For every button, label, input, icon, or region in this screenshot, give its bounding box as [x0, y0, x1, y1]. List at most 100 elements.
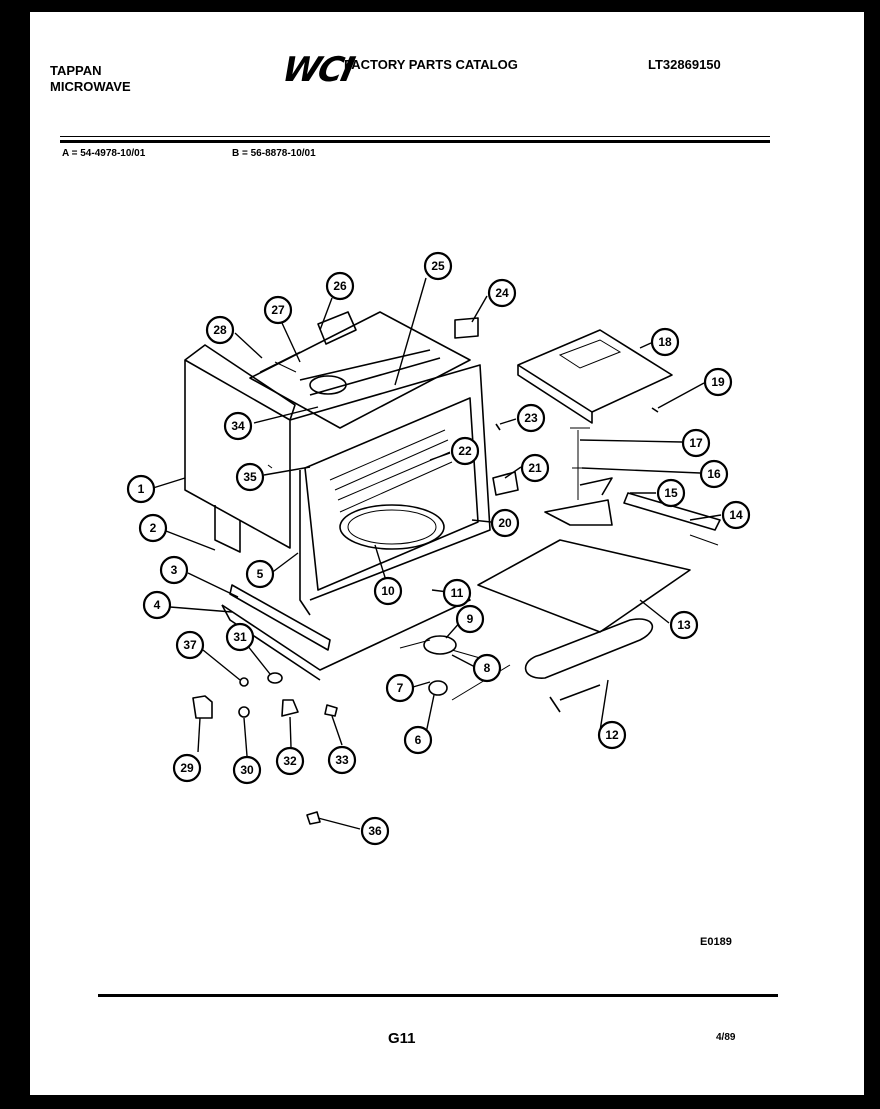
svg-text:34: 34 — [231, 419, 245, 433]
callout-29: 29 — [172, 753, 202, 783]
lamp-strip — [623, 492, 721, 546]
svg-text:26: 26 — [333, 279, 347, 293]
stirrer-assembly — [544, 427, 613, 526]
callout-2: 2 — [138, 513, 168, 543]
callout-33: 33 — [327, 745, 357, 775]
callout-15: 15 — [656, 478, 686, 508]
model-b: B = 56-8878-10/01 — [232, 148, 316, 159]
callout-19: 19 — [703, 367, 733, 397]
callout-14: 14 — [721, 500, 751, 530]
callout-16: 16 — [699, 459, 729, 489]
callout-36: 36 — [360, 816, 390, 846]
callout-37: 37 — [175, 630, 205, 660]
svg-text:27: 27 — [271, 303, 285, 317]
callout-31: 31 — [225, 622, 255, 652]
callout-9: 9 — [455, 604, 485, 634]
callout-22: 22 — [450, 436, 480, 466]
callout-5: 5 — [245, 559, 275, 589]
callout-21: 21 — [520, 453, 550, 483]
callout-12: 12 — [597, 720, 627, 750]
catalog-number: LT32869150 — [648, 57, 721, 72]
callout-28: 28 — [205, 315, 235, 345]
catalog-date: 4/89 — [716, 1032, 736, 1043]
svg-text:36: 36 — [368, 824, 382, 838]
svg-text:8: 8 — [484, 661, 491, 675]
svg-text:11: 11 — [451, 586, 464, 600]
callout-20: 20 — [490, 508, 520, 538]
svg-text:25: 25 — [431, 259, 445, 273]
control-cover — [517, 329, 673, 424]
svg-text:29: 29 — [180, 761, 194, 775]
callout-1: 1 — [126, 474, 156, 504]
callout-3: 3 — [159, 555, 189, 585]
callout-26: 26 — [325, 271, 355, 301]
svg-text:12: 12 — [605, 728, 619, 742]
svg-text:7: 7 — [397, 681, 404, 695]
callout-18: 18 — [650, 327, 680, 357]
small-parts — [192, 317, 659, 825]
svg-text:35: 35 — [243, 470, 257, 484]
callout-30: 30 — [232, 755, 262, 785]
svg-text:6: 6 — [415, 733, 422, 747]
svg-text:3: 3 — [171, 563, 178, 577]
svg-text:4: 4 — [154, 598, 161, 612]
product-type: MICROWAVE — [50, 79, 131, 94]
svg-text:15: 15 — [664, 486, 678, 500]
svg-text:32: 32 — [283, 754, 297, 768]
callout-11: 11 — [442, 578, 472, 608]
svg-text:22: 22 — [458, 444, 472, 458]
figure-code: E0189 — [700, 936, 732, 948]
svg-text:37: 37 — [183, 638, 197, 652]
callout-24: 24 — [487, 278, 517, 308]
callout-32: 32 — [275, 746, 305, 776]
leader-lines — [152, 277, 722, 830]
oven-cavity — [289, 364, 491, 616]
svg-text:20: 20 — [498, 516, 512, 530]
callout-23: 23 — [516, 403, 546, 433]
callout-34: 34 — [223, 411, 253, 441]
brand-block: TAPPAN MICROWAVE — [50, 63, 131, 95]
callout-10: 10 — [373, 576, 403, 606]
svg-text:21: 21 — [528, 461, 542, 475]
svg-text:1: 1 — [138, 482, 145, 496]
base-pan — [221, 584, 471, 681]
callout-7: 7 — [385, 673, 415, 703]
svg-text:18: 18 — [658, 335, 672, 349]
svg-text:24: 24 — [495, 286, 509, 300]
callout-13: 13 — [669, 610, 699, 640]
svg-text:23: 23 — [524, 411, 538, 425]
callout-27: 27 — [263, 295, 293, 325]
svg-text:2: 2 — [150, 521, 157, 535]
callout-4: 4 — [142, 590, 172, 620]
catalog-page — [30, 12, 864, 1095]
callout-25: 25 — [423, 251, 453, 281]
heating-element — [524, 618, 654, 713]
header-rule-thin — [60, 136, 770, 137]
header-rule-thick — [60, 140, 770, 143]
svg-text:19: 19 — [711, 375, 725, 389]
svg-text:5: 5 — [257, 567, 264, 581]
shelf-panel — [477, 539, 691, 633]
svg-text:28: 28 — [213, 323, 227, 337]
svg-text:30: 30 — [240, 763, 254, 777]
top-panel — [249, 311, 471, 429]
model-a: A = 54-4978-10/01 — [62, 148, 146, 159]
svg-text:9: 9 — [467, 612, 474, 626]
svg-text:14: 14 — [729, 508, 743, 522]
svg-text:17: 17 — [689, 436, 703, 450]
svg-text:31: 31 — [233, 630, 247, 644]
svg-text:10: 10 — [381, 584, 395, 598]
callout-35: 35 — [235, 462, 265, 492]
svg-text:33: 33 — [335, 753, 349, 767]
callout-6: 6 — [403, 725, 433, 755]
footer-rule — [98, 994, 778, 997]
callout-8: 8 — [472, 653, 502, 683]
callout-17: 17 — [681, 428, 711, 458]
svg-text:16: 16 — [707, 467, 721, 481]
brand-name: TAPPAN — [50, 63, 102, 78]
svg-text:13: 13 — [677, 618, 691, 632]
page-number: G11 — [388, 1030, 416, 1047]
cabinet-wrapper — [184, 344, 296, 553]
catalog-title: FACTORY PARTS CATALOG — [344, 57, 518, 72]
